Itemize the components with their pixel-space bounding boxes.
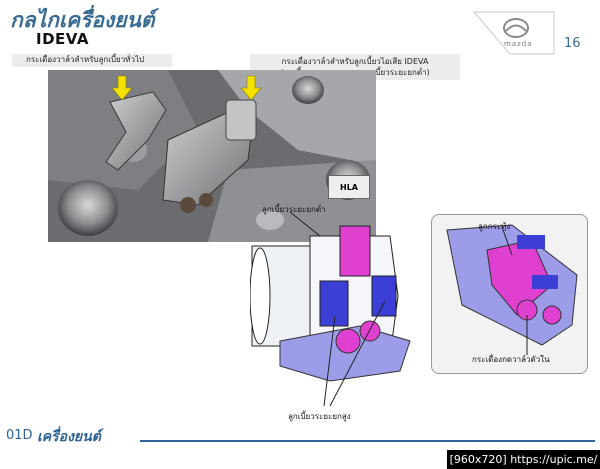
label-ideva-line1: กระเดื่องวาล์วสำหรับลูกเบี้ยวไอเสีย IDEV…: [281, 57, 429, 66]
mazda-logo: mazda: [470, 10, 556, 58]
label-conventional-rocker: กระเดื่องวาล์วสำหรับลูกเบี้ยวทั่วไป: [12, 54, 172, 67]
rocker-detail-diagram: [431, 214, 588, 374]
label-inner-rocker: กระเดื่องกดวาล์วตัวใน: [472, 355, 550, 364]
label-high-lift-cam: ลูกเบี้ยวระยะยกสูง: [288, 412, 351, 421]
footer-title: เครื่องยนต์: [37, 429, 101, 445]
page-number: 16: [564, 36, 581, 51]
cam-diagram: [250, 206, 430, 431]
hla-label: HLA: [328, 175, 370, 199]
watermark: [960x720] https://upic.me/: [447, 450, 600, 469]
logo-wordmark: mazda: [504, 40, 533, 48]
page-title: กลไกเครื่องยนต์: [10, 8, 155, 32]
footer-divider: [140, 440, 595, 442]
label-plunger: ลูกกระทุ้ง: [478, 222, 511, 231]
page-subtitle: IDEVA: [36, 30, 89, 48]
footer-code: 01D: [6, 428, 33, 443]
label-low-lift-cam: ลูกเบี้ยวระยะยกต่ำ: [262, 205, 326, 214]
